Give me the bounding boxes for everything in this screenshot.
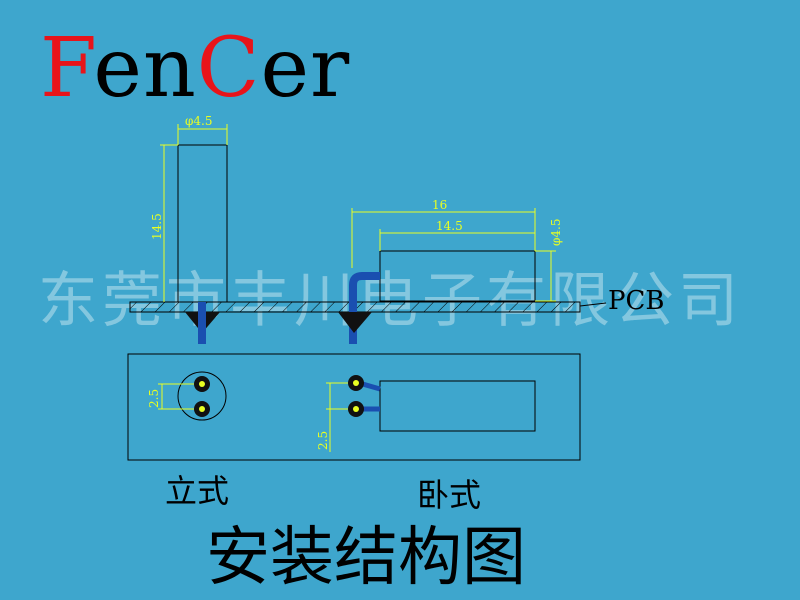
logo-letter-f: F — [40, 21, 94, 116]
horizontal-hole-bottom — [353, 406, 359, 412]
pcb-leader-line — [579, 302, 607, 307]
pcb-label: PCB — [608, 286, 665, 316]
horizontal-lead — [349, 272, 380, 344]
upright-spacing-label: 2.5 — [147, 389, 161, 408]
fencer-logo: FenCer — [40, 28, 350, 110]
upright-diameter-label: φ4.5 — [185, 114, 213, 128]
upright-lead — [198, 302, 206, 344]
page-title: 安装结构图 — [206, 521, 526, 595]
logo-letters-en: en — [93, 21, 197, 116]
upright-body — [177, 144, 228, 303]
logo-letter-c: C — [196, 21, 261, 116]
upright-outline-circle — [177, 371, 227, 421]
upright-length-label: 14.5 — [150, 213, 164, 240]
horizontal-body — [379, 250, 536, 302]
horizontal-body-label: 14.5 — [436, 219, 463, 233]
horizontal-total-label: 16 — [432, 198, 447, 212]
pcb-top-view — [127, 353, 581, 461]
upright-hole-top — [199, 381, 205, 387]
logo-letters-er: er — [260, 21, 351, 116]
horizontal-mount-label: 卧式 — [417, 476, 482, 514]
horizontal-solder-joint — [338, 312, 372, 333]
horizontal-diameter-label: φ4.5 — [549, 219, 563, 247]
horizontal-footprint-body — [379, 380, 536, 432]
upright-mount-label: 立式 — [165, 472, 230, 510]
horizontal-spacing-label: 2.5 — [316, 431, 330, 450]
horizontal-hole-top — [353, 380, 359, 386]
upright-hole-bottom — [199, 406, 205, 412]
